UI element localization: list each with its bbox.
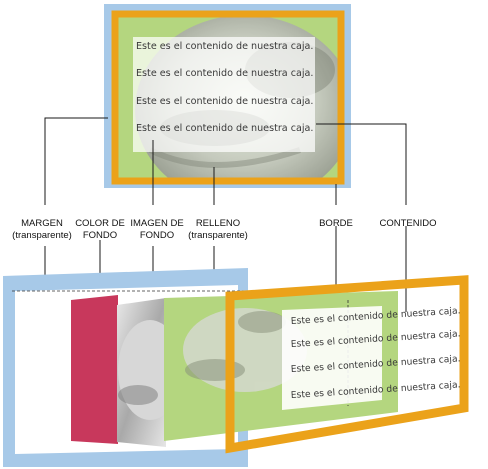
label-background-color: COLOR DE	[75, 218, 125, 229]
border-layer	[225, 275, 469, 454]
background-color-layer	[71, 295, 118, 444]
label-padding-sub: (transparente)	[188, 230, 248, 241]
box-content-line: Este es el contenido de nuestra caja.	[136, 96, 313, 107]
box-content-line: Este es el contenido de nuestra caja.	[136, 123, 313, 134]
box-content-line: Este es el contenido de nuestra caja.	[136, 68, 313, 79]
label-border: BORDE	[319, 218, 353, 229]
margin-callout	[44, 117, 108, 205]
label-content: CONTENIDO	[380, 218, 437, 229]
label-background-image: IMAGEN DE	[130, 218, 183, 229]
content-callout	[316, 123, 407, 205]
label-background-color-sub: FONDO	[83, 230, 117, 241]
box-content-line: Este es el contenido de nuestra caja.	[136, 41, 313, 52]
background-image-layer-detail	[118, 320, 166, 420]
content-area	[133, 37, 315, 152]
label-margin: MARGEN	[21, 218, 63, 229]
exploded-layers: Este es el contenido de nuestra caja. Es…	[3, 268, 469, 467]
box-example: Este es el contenido de nuestra caja. Es…	[104, 4, 351, 188]
label-padding: RELLENO	[196, 218, 240, 229]
content-layer	[282, 306, 382, 410]
labels: MARGEN (transparente) COLOR DE FONDO IMA…	[12, 218, 436, 241]
label-margin-sub: (transparente)	[12, 230, 72, 241]
border-area	[111, 10, 345, 185]
label-background-image-sub: FONDO	[140, 230, 174, 241]
